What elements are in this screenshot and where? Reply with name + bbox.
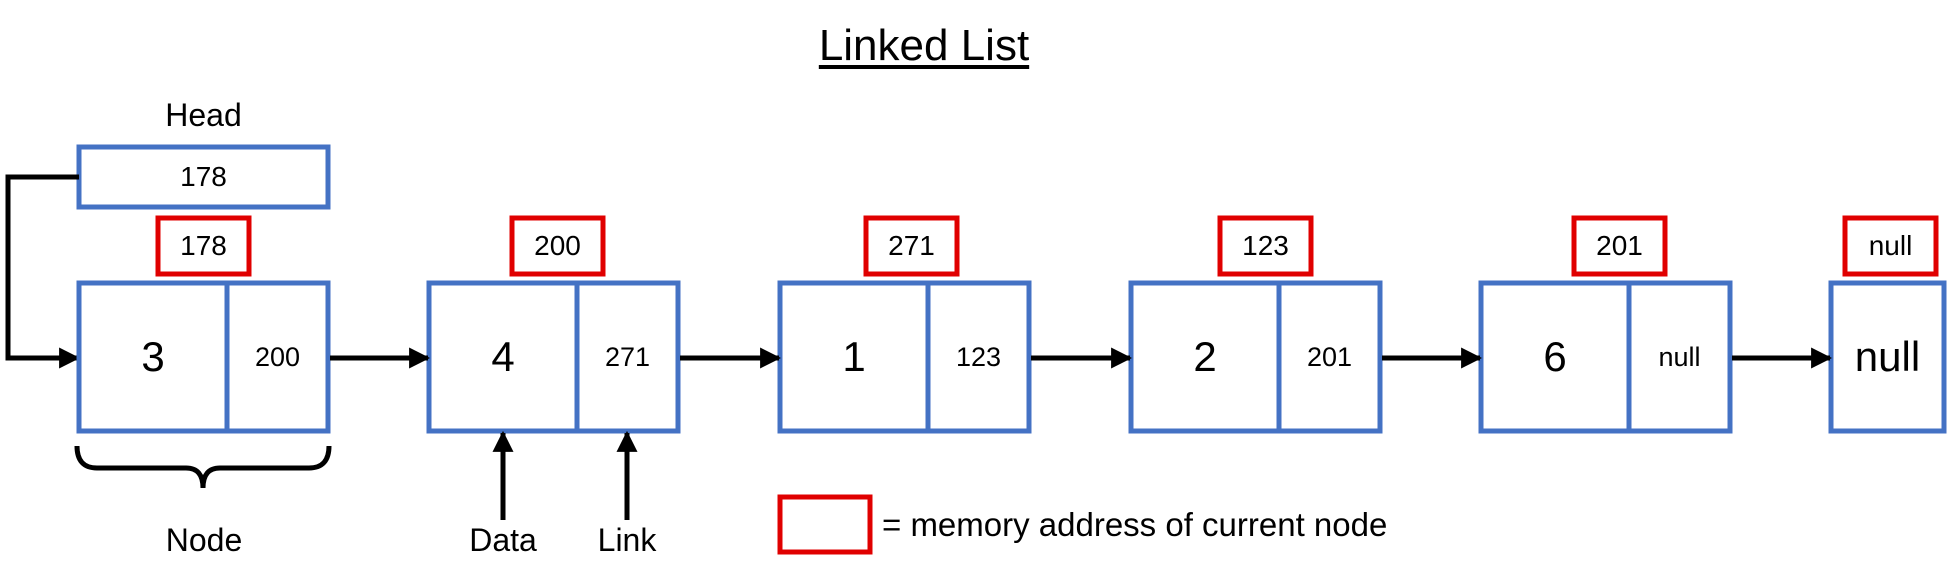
node-data: 3	[141, 333, 165, 380]
address-box	[863, 215, 960, 277]
link-annotation: Link	[597, 522, 657, 558]
address-box	[155, 215, 252, 277]
node-data: 6	[1543, 333, 1567, 380]
node-box	[76, 280, 331, 434]
node-link: 200	[254, 341, 301, 372]
address-box	[1842, 215, 1939, 277]
head-pointer-arrow	[5, 174, 81, 369]
node-link: 201	[1306, 341, 1353, 372]
node-annotation: Node	[165, 522, 243, 558]
node-data: 2	[1193, 333, 1217, 380]
address-box	[1571, 215, 1668, 277]
node-brace	[74, 445, 332, 489]
node-address: 200	[534, 230, 581, 261]
legend-text: = memory address of current node	[882, 505, 1388, 543]
node-address: 178	[180, 230, 227, 261]
node-address: 123	[1242, 230, 1289, 261]
node-link: 271	[604, 341, 651, 372]
page-title: Linked List	[818, 21, 1030, 70]
node-link: null	[1658, 341, 1701, 372]
terminal-address: null	[1868, 230, 1913, 261]
node-address: 201	[1596, 230, 1643, 261]
node-link: 123	[955, 341, 1002, 372]
address-box	[509, 215, 606, 277]
node-data: 4	[491, 333, 515, 380]
node-data: 1	[842, 333, 866, 380]
head-value: 178	[180, 161, 227, 192]
head-label: Head	[165, 97, 242, 133]
node-address: 271	[888, 230, 935, 261]
terminal-value: null	[1854, 333, 1921, 380]
data-annotation: Data	[469, 522, 537, 558]
legend-box	[777, 494, 873, 555]
address-box	[1217, 215, 1314, 277]
